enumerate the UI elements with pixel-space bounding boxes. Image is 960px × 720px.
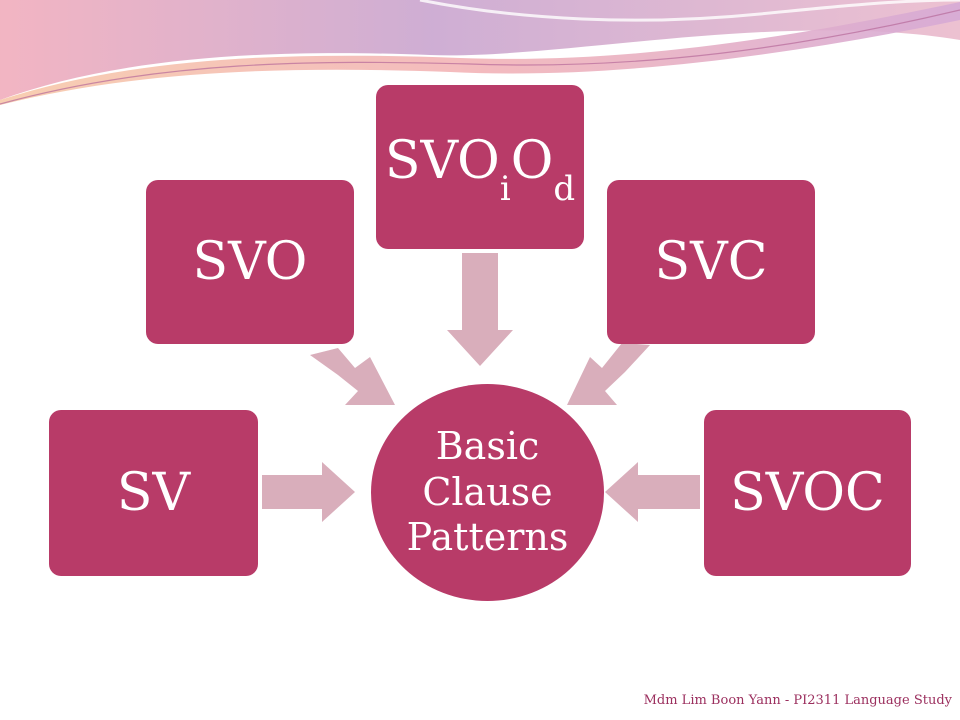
arrow-svoiod-to-center <box>447 253 513 366</box>
pattern-label-svoiod-part1: SVO <box>384 131 500 191</box>
pattern-label-svoiod-sub-d: d <box>553 169 576 209</box>
center-label-line1: Basic <box>435 424 540 469</box>
arrow-svoc-to-center <box>605 462 700 522</box>
pattern-label-svoiod-part2: O <box>510 131 554 191</box>
pattern-label-sv: SV <box>116 463 191 523</box>
arrow-sv-to-center <box>262 462 355 522</box>
center-label-line2: Clause <box>422 469 553 514</box>
pattern-box-svc: SVC <box>607 180 815 344</box>
center-node-basic-clause-patterns: Basic Clause Patterns <box>371 384 604 601</box>
header-swoosh-decoration <box>0 0 960 105</box>
pattern-box-svoiod: SVOiOd <box>376 85 584 249</box>
pattern-box-svoc: SVOC <box>704 410 911 576</box>
pattern-label-svo: SVO <box>192 232 308 292</box>
arrow-svo-to-center <box>310 348 395 405</box>
arrow-svc-to-center <box>567 343 650 405</box>
pattern-label-svoc: SVOC <box>730 463 885 523</box>
pattern-label-svoiod: SVOiOd <box>384 131 575 209</box>
pattern-box-sv: SV <box>49 410 258 576</box>
center-label-line3: Patterns <box>406 515 569 560</box>
pattern-label-svc: SVC <box>654 232 768 292</box>
pattern-box-svo: SVO <box>146 180 354 344</box>
footer-credit: Mdm Lim Boon Yann - PI2311 Language Stud… <box>643 693 952 708</box>
pattern-label-svoiod-sub-i: i <box>499 169 511 209</box>
